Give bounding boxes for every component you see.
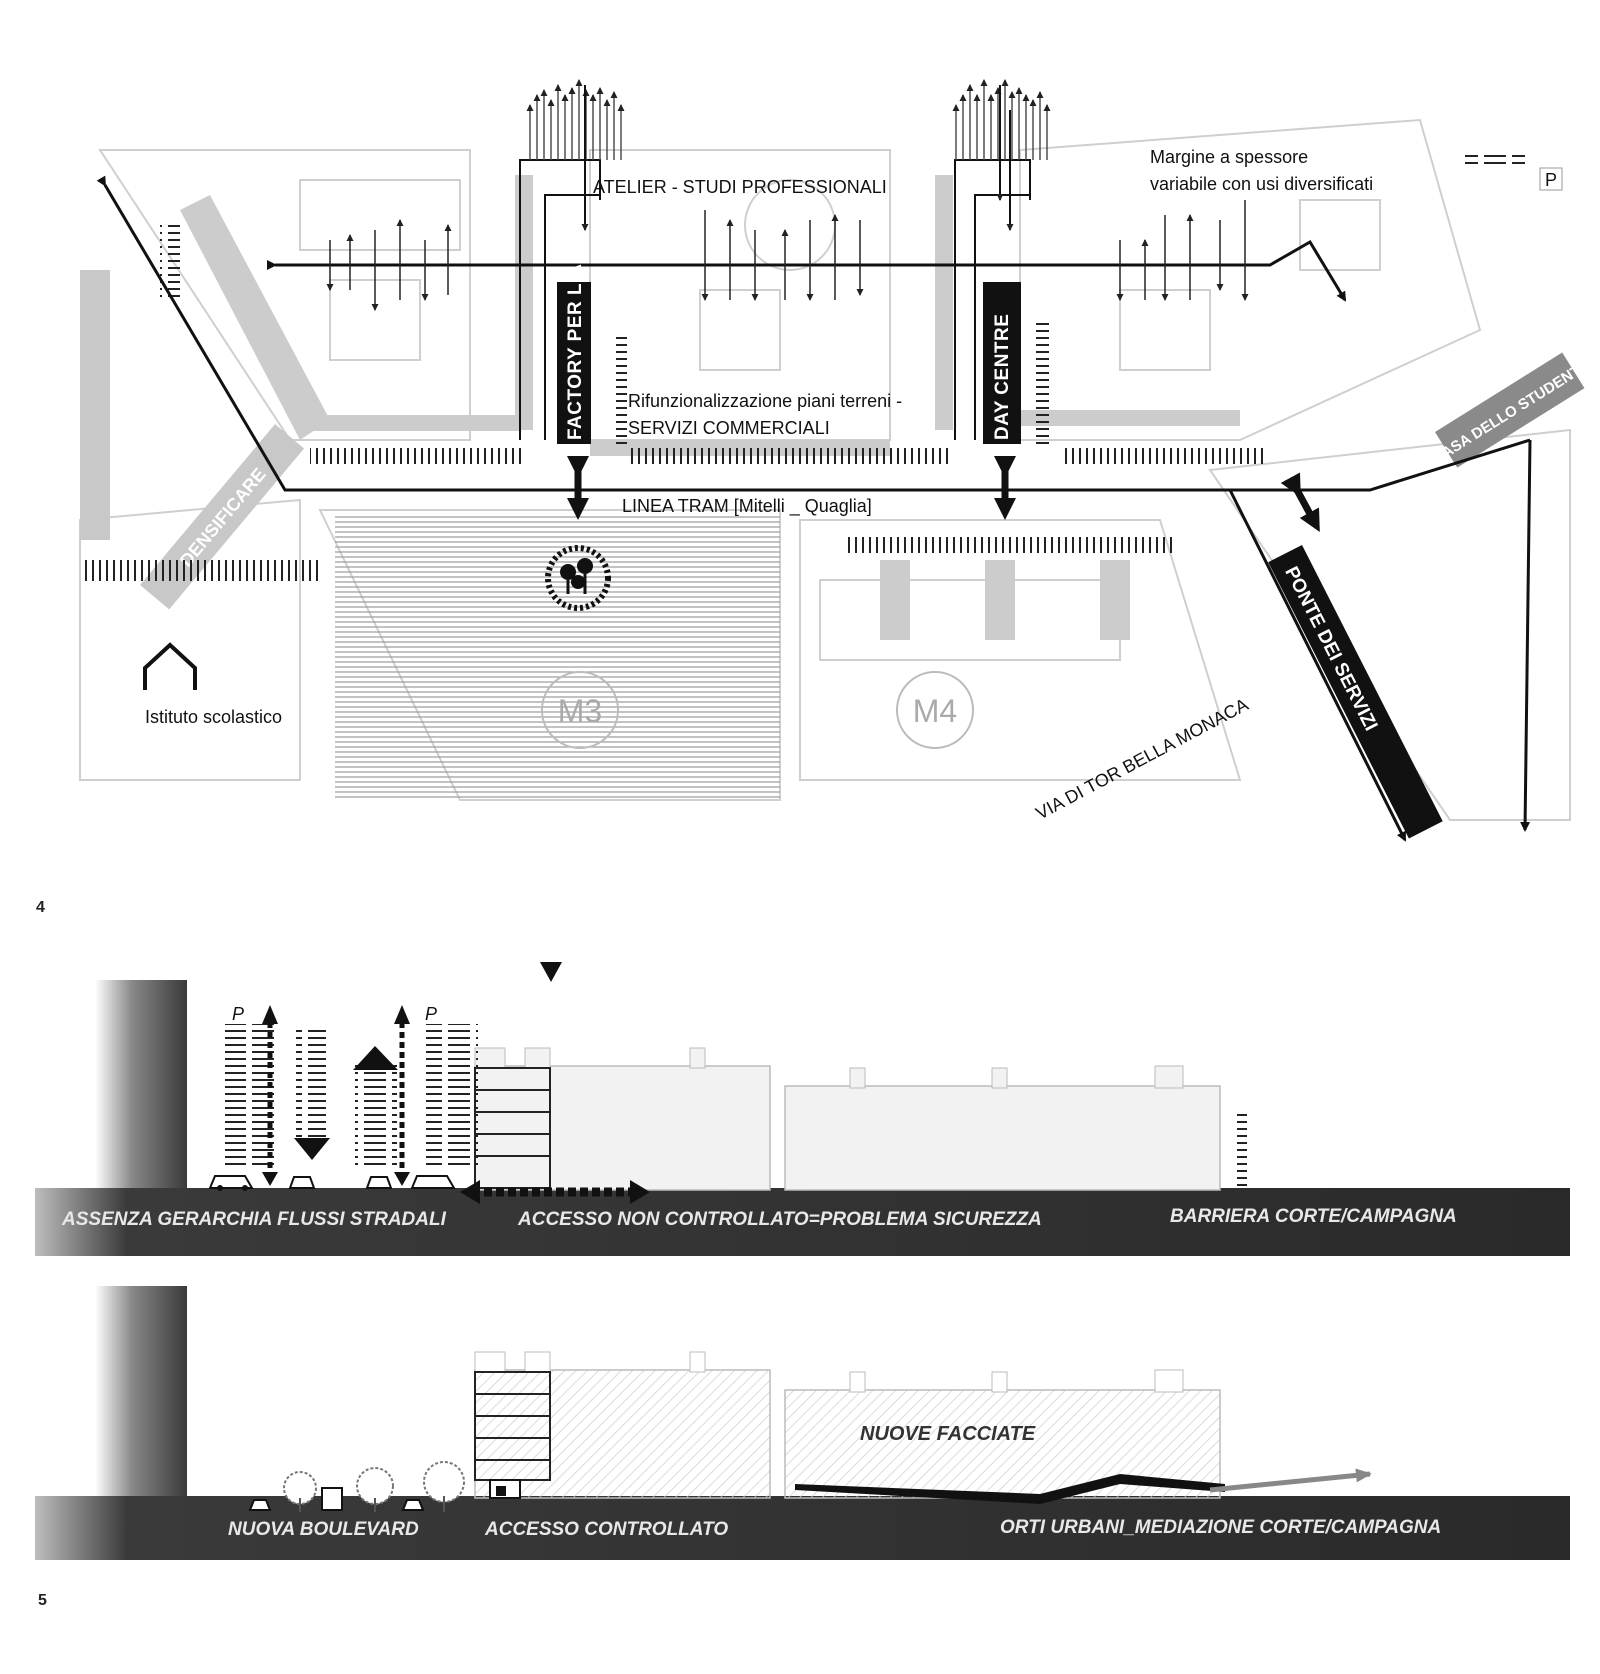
m4-label: M4 [913, 693, 957, 729]
factory-block: FACTORY PER L'ARTE [557, 224, 591, 444]
densificare-strip: DENSIFICARE [140, 424, 305, 610]
rifunz-label-1: Rifunzionalizzazione piani terreni - [628, 391, 902, 411]
section-b-label-3: ORTI URBANI_MEDIAZIONE CORTE/CAMPAGNA [1000, 1517, 1441, 1538]
atelier-label: ATELIER - STUDI PROFESSIONALI [593, 177, 887, 197]
factory-label: FACTORY PER L'ARTE [565, 224, 586, 440]
margine-label-2: variabile con usi diversificati [1150, 174, 1373, 194]
l-buildings [519, 159, 1031, 440]
tram-label: LINEA TRAM [Mitelli _ Quaglia] [622, 496, 872, 517]
double-arrows [567, 456, 1320, 533]
ponte-label: PONTE DEI SERVIZI [1280, 563, 1381, 734]
section-a-p-right: P [425, 1004, 437, 1024]
section-b: NUOVE FACCIATE NUOVA BOULEVARD ACCESSO C… [35, 1286, 1570, 1560]
building-shadows [180, 175, 1240, 640]
figure-number-4: 4 [36, 899, 45, 916]
section-a-label-1: ASSENZA GERARCHIA FLUSSI STRADALI [61, 1209, 447, 1230]
boulevard-cars [248, 1487, 425, 1511]
ponte-dei-servizi: PONTE DEI SERVIZI [1268, 545, 1443, 839]
casa-dello-studente: CASA DELLO STUDENTE [1429, 352, 1593, 468]
main-circulation-line [96, 175, 1531, 492]
m3-square [335, 515, 780, 800]
section-b-label-2: ACCESSO CONTROLLATO [484, 1519, 728, 1540]
section-b-label-1: NUOVA BOULEVARD [228, 1519, 419, 1540]
internal-connector [267, 239, 1347, 302]
lock-icon [489, 1479, 521, 1499]
rifunz-label-2: SERVIZI COMMERCIALI [628, 418, 830, 438]
orti-wedge [795, 1474, 1225, 1504]
comb-edges [160, 155, 1525, 553]
house-icon [143, 642, 197, 690]
site-plan: M3 M4 DENSIFICARE CASA DELLO STUDENTE [79, 79, 1593, 842]
istituto-label: Istituto scolastico [145, 707, 282, 727]
section-a-p-left: P [232, 1004, 244, 1024]
m3-label: M3 [558, 693, 602, 729]
boulevard-trees [283, 1461, 465, 1512]
casa-label: CASA DELLO STUDENTE [1429, 357, 1592, 468]
nuove-facciate-label: NUOVE FACCIATE [860, 1423, 1036, 1445]
section-a-label-3: BARRIERA CORTE/CAMPAGNA [1170, 1206, 1457, 1227]
densificare-label: DENSIFICARE [176, 464, 270, 570]
upward-fans [526, 79, 1051, 160]
via-label: VIA DI TOR BELLA MONACA [1032, 694, 1251, 823]
margine-label-1: Margine a spessore [1150, 147, 1308, 167]
section-a: P P ASSENZA GERARCHIA FLUSSI STRADALI AC… [35, 962, 1570, 1256]
car-icons [208, 1175, 456, 1191]
figure-number-5: 5 [38, 1592, 47, 1609]
section-a-label-2: ACCESSO NON CONTROLLATO=PROBLEMA SICUREZ… [517, 1209, 1042, 1230]
tree-emblem-icon [545, 545, 611, 611]
flow-arrows [326, 200, 1249, 311]
parking-label: P [1545, 170, 1557, 190]
day-centre-label: DAY CENTRE [992, 314, 1013, 440]
day-centre-block: DAY CENTRE [983, 282, 1021, 444]
